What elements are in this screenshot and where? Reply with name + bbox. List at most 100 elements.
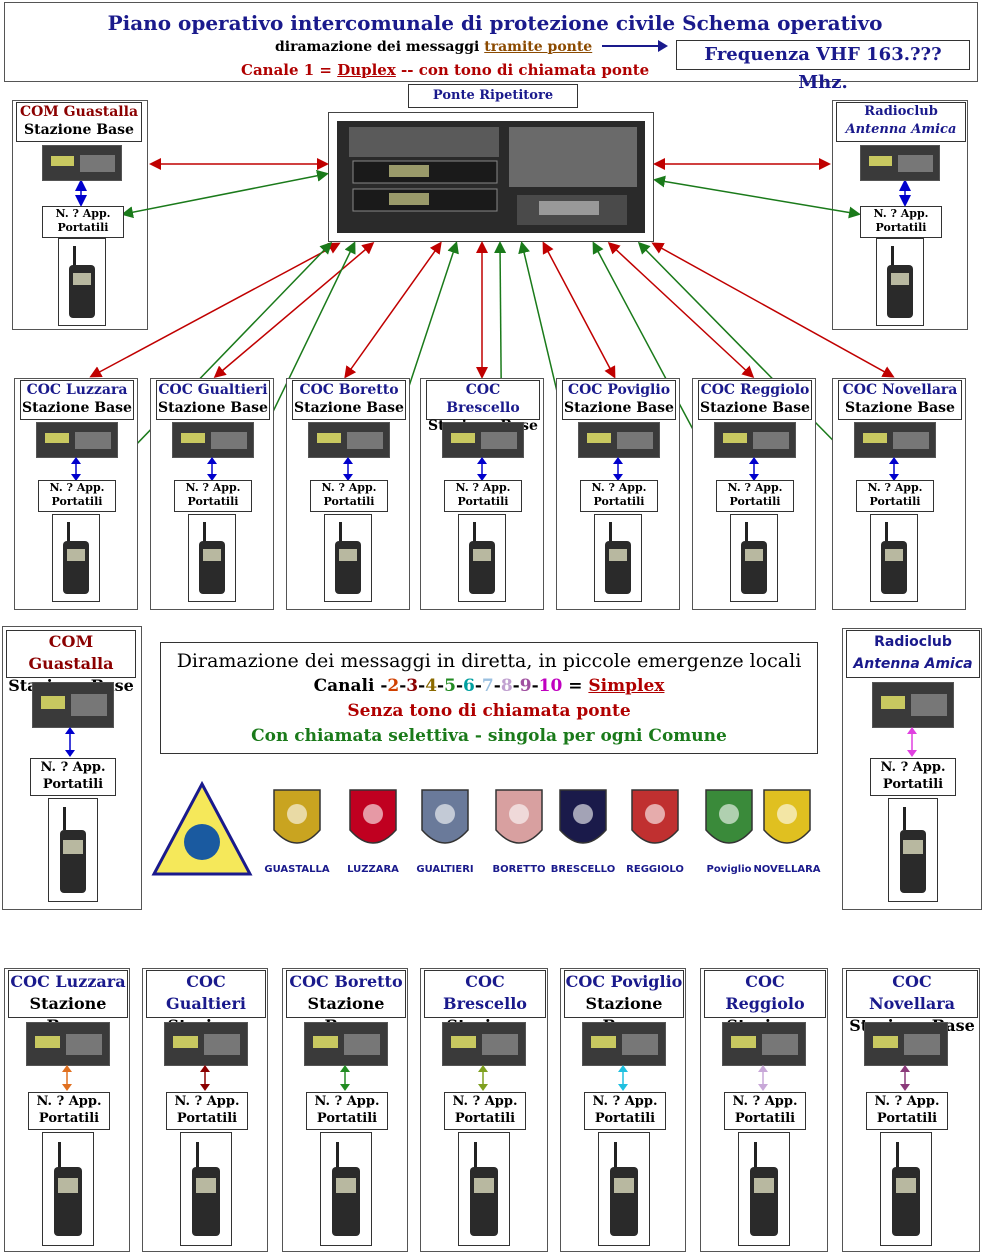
coc-label: COC Novellara Stazione Base (838, 380, 962, 420)
mid-right-arrow (907, 727, 917, 757)
handheld-radio-icon (180, 1132, 232, 1246)
base-radio-icon (722, 1022, 806, 1066)
portatili-line1: N. ? App. (873, 207, 929, 220)
handheld-radio-icon (738, 1132, 790, 1246)
coc-label: COC Gualtieri Stazione Base (156, 380, 270, 420)
simplex-channels: Canali -2-3-4-5-6-7-8-9-10 = Simplex (161, 674, 817, 699)
channel-10: - (474, 676, 482, 696)
station-sub: Stazione Base (700, 400, 810, 416)
channel-12: - (493, 676, 501, 696)
colored-arrow (62, 1065, 72, 1091)
portatili-line2: Portatili (176, 1111, 238, 1126)
header-subtitle-prefix: diramazione dei messaggi (275, 39, 485, 55)
handheld-radio-icon (48, 798, 98, 902)
station-name: COC Reggiolo (725, 972, 805, 1013)
header-channel-line: Canale 1 = Duplex -- con tono di chiamat… (241, 61, 649, 79)
station-name: COM Guastalla (28, 632, 114, 673)
station-sub: Stazione Base (158, 400, 268, 416)
frequency-box: Frequenza VHF 163.??? Mhz. (676, 40, 970, 93)
logo-caption: NOVELLARA (753, 864, 821, 875)
channels-list: -2-3-4-5-6-7-8-9-10 (380, 676, 562, 696)
portatili-line2: Portatili (57, 221, 109, 234)
header-subtitle: diramazione dei messaggi tramite ponte (275, 39, 592, 55)
portatili-box: N. ? App. Portatili (716, 480, 794, 512)
coc-label: COC Boretto Stazione Base (286, 970, 406, 1035)
portatili-line1: N. ? App. (314, 1094, 380, 1109)
header-channel-prefix: Canale 1 = (241, 61, 338, 79)
portatili-line1: N. ? App. (55, 207, 111, 220)
mid-left-arrow (65, 727, 75, 757)
handheld-radio-icon (876, 238, 924, 326)
portatili-box: N. ? App. Portatili (866, 1092, 948, 1130)
blue-arrow (477, 457, 487, 481)
portatili-line1: N. ? App. (185, 481, 241, 494)
simplex-line1: Diramazione dei messaggi in diretta, in … (176, 650, 802, 672)
station-name: COC Gualtieri (158, 382, 268, 398)
coc-label: COC Reggiolo Stazione Base (704, 970, 826, 1057)
header-channel-suffix: -- con tono di chiamata ponte (395, 61, 650, 79)
blue-arrow (613, 457, 623, 481)
mid-radioclub-label: Radioclub Antenna Amica (846, 630, 980, 678)
portatili-line2: Portatili (457, 495, 509, 508)
channels-eq: = (562, 676, 589, 696)
base-radio-icon (32, 682, 114, 728)
portatili-line1: N. ? App. (880, 760, 946, 775)
repeater-icon (337, 121, 645, 233)
colored-arrow (618, 1065, 628, 1091)
handheld-radio-icon (42, 1132, 94, 1246)
base-radio-icon (164, 1022, 248, 1066)
station-name: COC Brescello (443, 972, 527, 1013)
portatili-line2: Portatili (869, 495, 921, 508)
coc-label: COC Brescello Stazione Base (426, 380, 540, 434)
blue-arrow (889, 457, 899, 481)
portatili-line2: Portatili (454, 1111, 516, 1126)
station-sub: Stazione Base (294, 400, 404, 416)
coc-label: COC Gualtieri Stazione Base (146, 970, 266, 1057)
coc-label: COC Novellara Stazione Base (846, 970, 978, 1035)
channel-16: - (531, 676, 539, 696)
logo-reggiolo-icon (631, 789, 679, 844)
channel-3: 3 (406, 676, 419, 696)
logo-caption: GUALTIERI (416, 864, 474, 875)
channel-15: 9 (519, 676, 532, 696)
portatili-line2: Portatili (51, 495, 103, 508)
station-sub: Antenna Amica (853, 656, 973, 672)
colored-arrow (758, 1065, 768, 1091)
portatili-line2: Portatili (729, 495, 781, 508)
portatili-line2: Portatili (323, 495, 375, 508)
logo-gualtieri-icon (421, 789, 469, 844)
portatili-line1: N. ? App. (452, 1094, 518, 1109)
colored-arrow (200, 1065, 210, 1091)
blue-arrow (749, 457, 759, 481)
header-box: Piano operativo intercomunale di protezi… (4, 2, 978, 82)
logo-caption: GUASTALLA (264, 864, 330, 875)
portatili-box: N. ? App. Portatili (28, 1092, 110, 1130)
portatili-box: N. ? App. Portatili (856, 480, 934, 512)
base-radio-icon (442, 422, 524, 458)
portatili-line2: Portatili (876, 1111, 938, 1126)
base-radio-icon (854, 422, 936, 458)
handheld-radio-icon (320, 1132, 372, 1246)
simplex-line4: Con chiamata selettiva - singola per ogn… (251, 726, 727, 746)
portatili-line2: Portatili (187, 495, 239, 508)
channel-6: - (437, 676, 445, 696)
portatili-line1: N. ? App. (36, 1094, 102, 1109)
station-name: COC Novellara (868, 972, 956, 1013)
channel-8: - (455, 676, 464, 696)
header-subtitle-link: tramite ponte (484, 39, 593, 55)
station-name: COC Novellara (842, 382, 958, 398)
coc-label: COC Poviglio Stazione Base (562, 380, 676, 420)
station-name: COC Luzzara (10, 972, 126, 991)
base-radio-icon (26, 1022, 110, 1066)
portatili-line1: N. ? App. (727, 481, 783, 494)
radioclub-label: Radioclub Antenna Amica (836, 102, 966, 142)
channel-14: - (512, 676, 520, 696)
blue-arrow (207, 457, 217, 481)
portatili-box: N. ? App. Portatili (166, 1092, 248, 1130)
portatili-box: N. ? App. Portatili (174, 480, 252, 512)
portatili-line1: N. ? App. (732, 1094, 798, 1109)
base-radio-icon (860, 145, 940, 181)
portatili-box: N. ? App. Portatili (444, 1092, 526, 1130)
portatili-line2: Portatili (593, 495, 645, 508)
logo-caption: BORETTO (492, 864, 546, 875)
